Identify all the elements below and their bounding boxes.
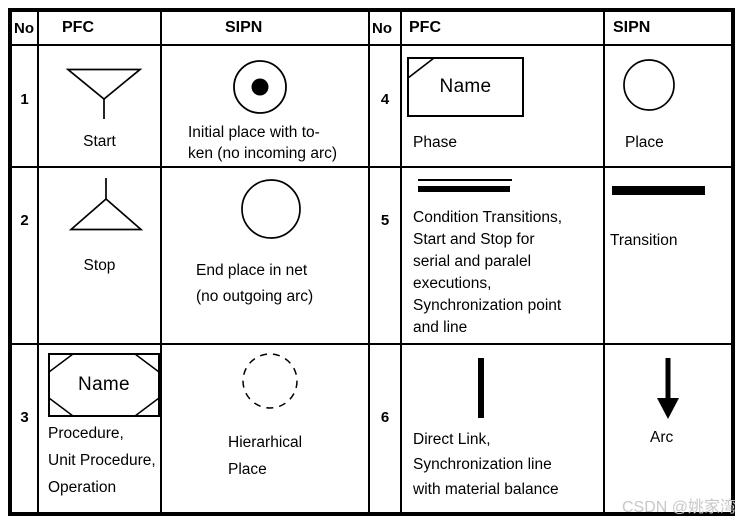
cell-pfc-start: Start	[39, 46, 162, 168]
end-place-description: End place in net (no outgoing arc)	[196, 262, 314, 305]
place-label: Place	[625, 134, 664, 151]
initial-place-token-icon	[231, 58, 289, 116]
header-sipn-left: SIPN	[162, 12, 370, 46]
procedure-description: Procedure, Unit Procedure, Operation	[48, 425, 156, 496]
stop-icon	[68, 178, 144, 231]
row-number-1: 1	[12, 46, 39, 168]
header-no-left: No	[12, 12, 39, 46]
cell-sipn-initial-place: Initial place with to- ken (no incoming …	[162, 46, 370, 168]
start-label: Start	[83, 133, 116, 150]
cell-pfc-stop: Stop	[39, 168, 162, 345]
hierarchical-place-description: Hierarhical Place	[228, 434, 303, 478]
phase-box-text: Name	[439, 76, 492, 97]
header-sipn-right: SIPN	[605, 12, 731, 46]
cell-sipn-hierarchical-place: Hierarhical Place	[162, 345, 370, 512]
condition-transitions-description: Condition Transitions, Start and Stop fo…	[413, 209, 563, 336]
row-number-4: 4	[370, 46, 402, 168]
header-no-right: No	[370, 12, 402, 46]
start-icon	[66, 68, 142, 120]
row-number-5: 5	[370, 168, 402, 345]
header-pfc-left: PFC	[39, 12, 162, 46]
end-place-circle-icon	[240, 178, 302, 240]
header-pfc-right: PFC	[402, 12, 605, 46]
phase-label: Phase	[413, 134, 457, 151]
cell-sipn-place: Place	[605, 46, 731, 168]
symbol-table: No PFC SIPN No PFC SIPN 1 Start	[8, 8, 735, 516]
place-circle-icon	[622, 58, 676, 112]
transition-bar-icon	[612, 186, 705, 195]
procedure-name-box-icon: Name	[48, 353, 160, 417]
initial-place-description: Initial place with to- ken (no incoming …	[188, 124, 338, 162]
procedure-box-text: Name	[78, 374, 130, 395]
direct-link-bar-icon	[478, 358, 484, 418]
watermark: CSDN @姚家湾	[622, 499, 737, 516]
phase-name-box-icon: Name	[407, 57, 524, 117]
row-number-6: 6	[370, 345, 402, 512]
cell-sipn-transition: Transition	[605, 168, 731, 345]
arc-label: Arc	[650, 429, 674, 446]
cell-pfc-phase: Name Phase	[402, 46, 605, 168]
cell-pfc-procedure: Name Procedure, Unit Procedure, Operatio…	[39, 345, 162, 512]
row-number-3: 3	[12, 345, 39, 512]
row-number-2: 2	[12, 168, 39, 345]
stop-label: Stop	[83, 257, 116, 274]
hierarchical-place-dashed-circle-icon	[240, 351, 300, 411]
condition-transition-lines-icon	[418, 179, 512, 192]
arc-arrow-icon	[656, 358, 680, 420]
cell-sipn-arc: Arc	[605, 345, 731, 512]
transition-label: Transition	[610, 232, 678, 249]
cell-pfc-direct-link: Direct Link, Synchronization line with m…	[402, 345, 605, 512]
direct-link-description: Direct Link, Synchronization line with m…	[413, 431, 559, 498]
cell-pfc-condition-transitions: Condition Transitions, Start and Stop fo…	[402, 168, 605, 345]
cell-sipn-end-place: End place in net (no outgoing arc)	[162, 168, 370, 345]
